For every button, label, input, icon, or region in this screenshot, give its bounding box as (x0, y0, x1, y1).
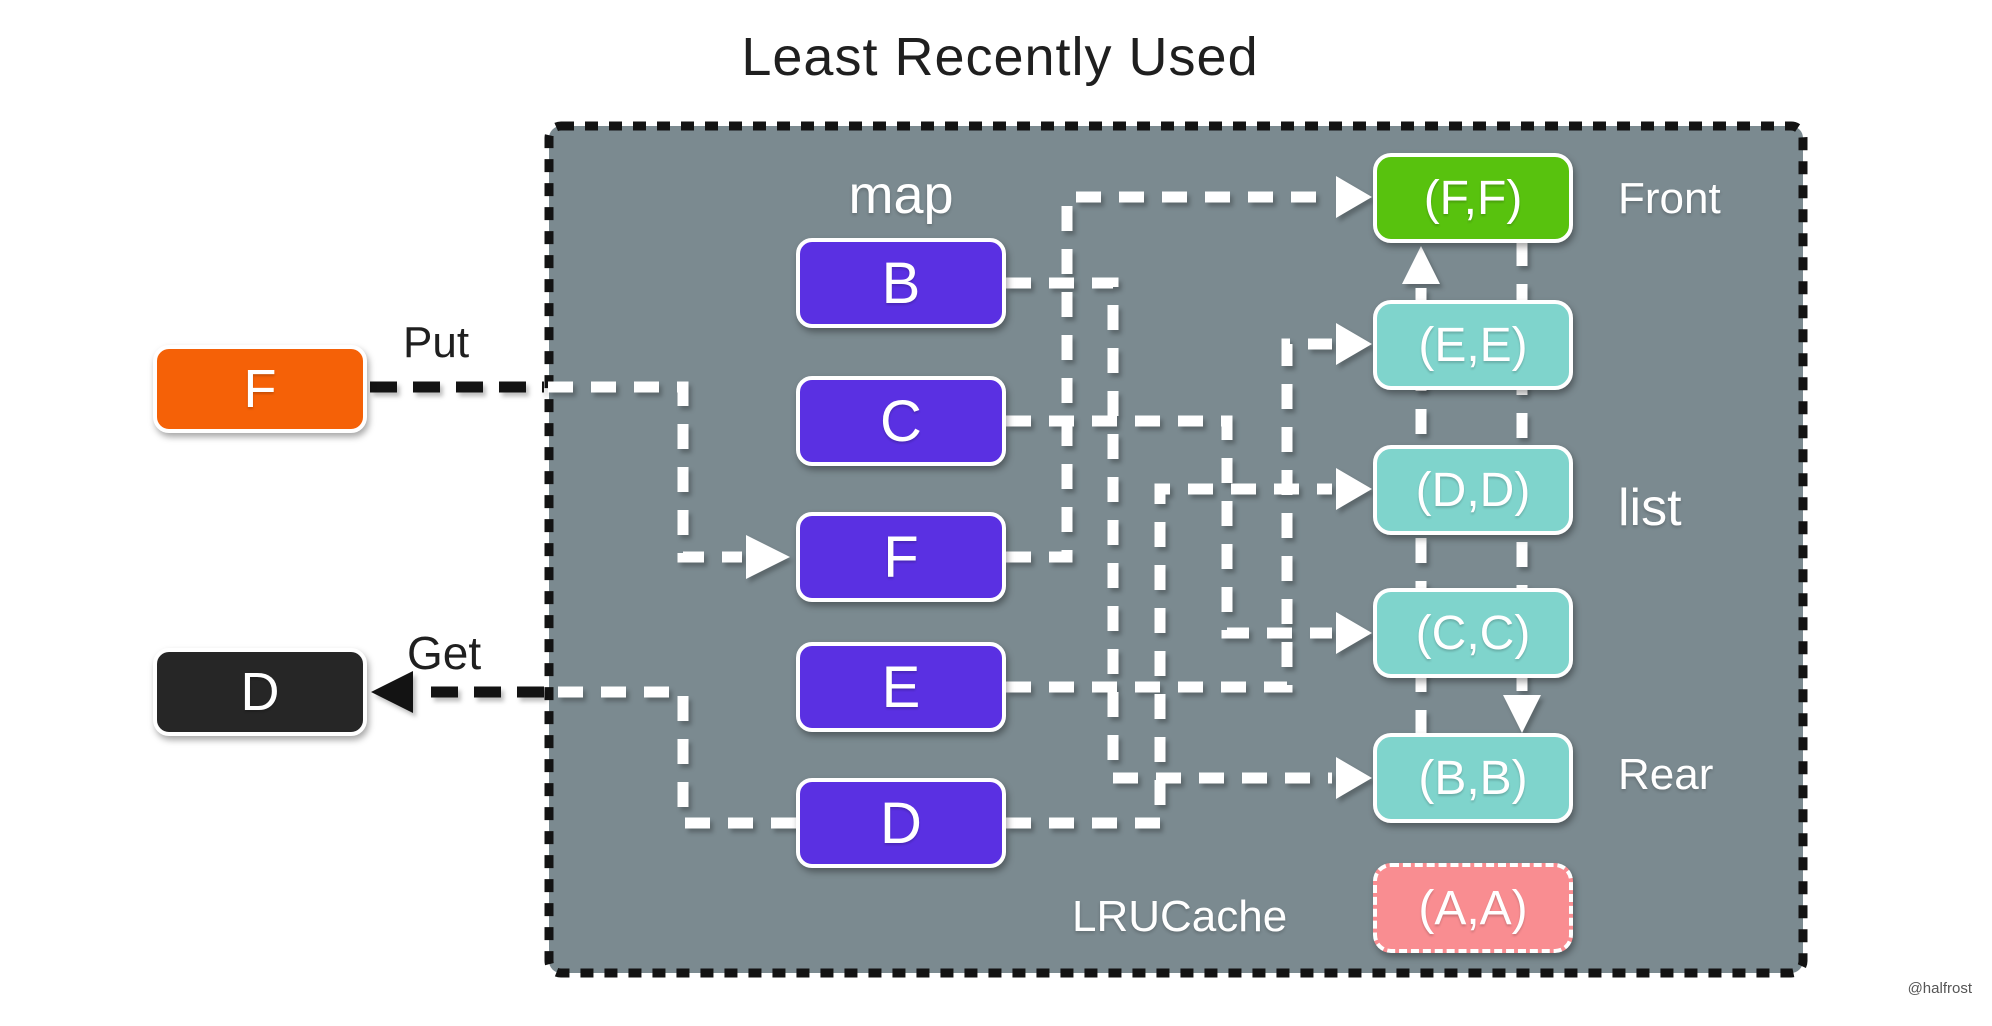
connector-d-arrowhead (1336, 468, 1372, 510)
rear-label: Rear (1618, 750, 1714, 799)
get-line-inner (548, 686, 796, 829)
list-node-cc: (C,C) (1373, 588, 1573, 678)
put-key-node: F (153, 345, 367, 433)
connector-c-line (1006, 415, 1332, 639)
get-key-node: D (153, 648, 367, 736)
list-node-ff: (F,F) (1373, 153, 1573, 243)
get-arrowhead (371, 671, 413, 713)
connector-d-line (1006, 483, 1332, 829)
list-section-label: list (1618, 479, 1682, 537)
lrucache-label: LRUCache (1072, 892, 1288, 941)
map-node-b: B (796, 238, 1006, 328)
page-title: Least Recently Used (741, 27, 1259, 87)
watermark: @halfrost (1907, 980, 1972, 997)
map-node-c: C (796, 376, 1006, 466)
put-line-inner (548, 381, 742, 563)
connector-c-arrowhead (1336, 612, 1372, 654)
list-node-ee: (E,E) (1373, 300, 1573, 390)
get-operation-label: Get (407, 627, 482, 679)
map-node-e: E (796, 642, 1006, 732)
map-node-f: F (796, 512, 1006, 602)
list-node-dd: (D,D) (1373, 445, 1573, 535)
list-node-aa-evicted: (A,A) (1373, 863, 1573, 953)
connector-f-arrowhead (1336, 176, 1372, 218)
connector-e-arrowhead (1336, 323, 1372, 365)
cache-container (544, 121, 1808, 978)
list-up-arrowhead (1402, 246, 1440, 284)
put-arrowhead (746, 535, 790, 579)
list-down-arrowhead (1503, 695, 1541, 733)
front-label: Front (1618, 174, 1721, 223)
connector-b-arrowhead (1336, 757, 1372, 799)
connector-e-line (1006, 338, 1332, 693)
map-section-label: map (848, 165, 954, 225)
put-operation-label: Put (403, 318, 470, 367)
map-node-d: D (796, 778, 1006, 868)
connector-b-line (1006, 277, 1332, 784)
list-node-bb: (B,B) (1373, 733, 1573, 823)
